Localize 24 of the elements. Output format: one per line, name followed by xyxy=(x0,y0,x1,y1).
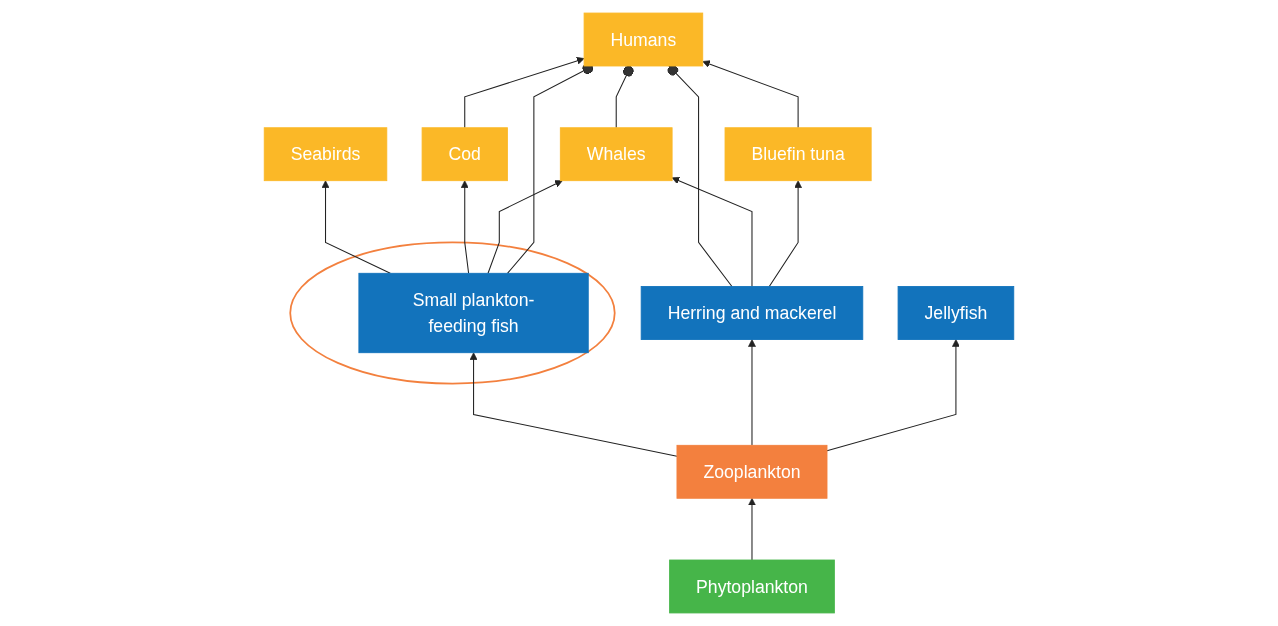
node-box: Seabirds xyxy=(263,127,388,182)
arrow xyxy=(748,497,756,561)
connector xyxy=(667,64,733,288)
arrow xyxy=(768,180,802,288)
arrow xyxy=(702,60,799,129)
node-box: Small plankton-feeding fish xyxy=(358,272,589,354)
node-box: Whales xyxy=(559,127,673,182)
node-box: Cod xyxy=(421,127,508,182)
node-box: Phytoplankton xyxy=(669,559,835,614)
arrow xyxy=(321,180,391,274)
cluster xyxy=(289,241,616,385)
node-box: Herring and mackerel xyxy=(640,286,864,340)
node-box: Humans xyxy=(583,12,704,67)
arrow xyxy=(460,180,470,274)
node-box: Bluefin tuna xyxy=(724,127,872,182)
arrow xyxy=(469,352,678,457)
arrow xyxy=(748,339,756,446)
arrow xyxy=(464,57,585,129)
arrow xyxy=(671,176,753,288)
arrow xyxy=(826,339,960,452)
node-box: Jellyfish xyxy=(897,286,1015,340)
node-box: Zooplankton xyxy=(676,444,828,499)
connector xyxy=(615,65,634,129)
arrow xyxy=(487,180,563,274)
